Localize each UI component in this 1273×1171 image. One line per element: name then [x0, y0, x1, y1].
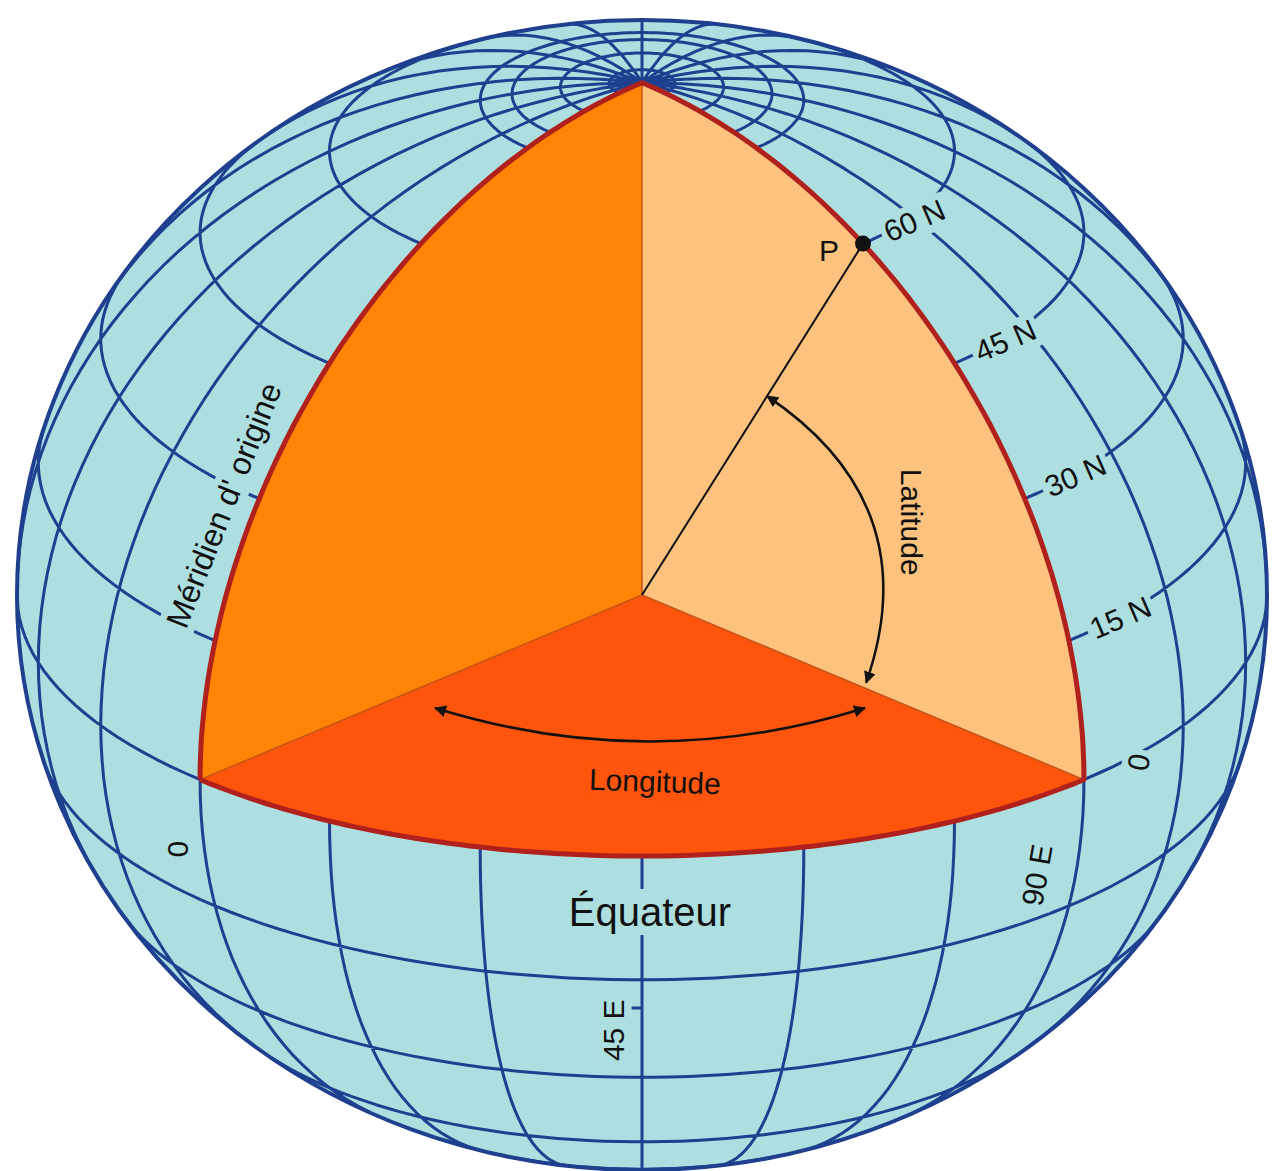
globe-body	[17, 20, 1267, 1170]
graticule	[17, 20, 1267, 1170]
latitude-arrow	[767, 396, 883, 683]
meridian-90-face	[642, 83, 1084, 780]
tick-mark	[630, 1007, 642, 1010]
longitude-value: 0	[161, 837, 196, 862]
longitude-value: 45 E	[597, 995, 632, 1065]
latitude-value: 0	[1120, 747, 1158, 777]
point-label: P	[815, 234, 843, 269]
point-p	[855, 236, 871, 252]
equator-label: Équateur	[565, 889, 735, 935]
angle-label: Longitude	[585, 762, 726, 801]
longitude-arrow	[435, 708, 865, 742]
angle-label: Latitude	[893, 464, 928, 579]
inner-edges	[200, 83, 1084, 780]
radius-line	[642, 244, 863, 595]
cut-outline	[200, 83, 1084, 856]
